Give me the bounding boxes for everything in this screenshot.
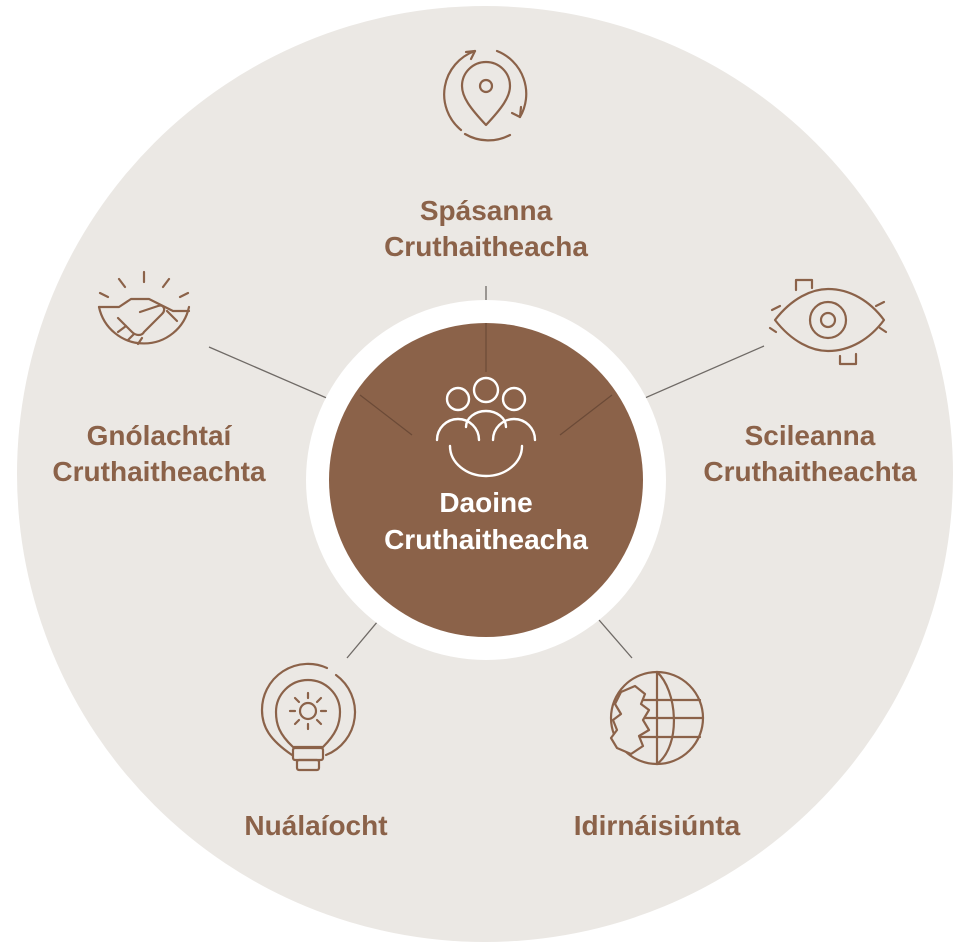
node-label-idirnaisiunta: Idirnáisiúnta: [527, 808, 787, 844]
globe-ireland-icon: [609, 670, 705, 766]
center-label-line1: Daoine: [439, 487, 533, 518]
node-nualaiocht-line1: Nuálaíocht: [244, 810, 388, 841]
node-gnolachtai-line1: Gnólachtaí: [86, 420, 232, 451]
location-pin-cycle-icon: [443, 49, 528, 142]
center-label-line2: Cruthaitheacha: [384, 524, 588, 555]
node-spasanna-line1: Spásanna: [419, 195, 553, 226]
node-label-spasanna: Spásanna Cruthaitheacha: [336, 193, 636, 265]
node-label-scileanna: Scileanna Cruthaitheachta: [670, 418, 950, 490]
node-spasanna-line2: Cruthaitheacha: [384, 231, 588, 262]
node-gnolachtai-line2: Cruthaitheachta: [52, 456, 266, 487]
eye-gear-icon: [768, 278, 888, 366]
node-label-gnolachtai: Gnólachtaí Cruthaitheachta: [14, 418, 304, 490]
node-scileanna-line2: Cruthaitheachta: [703, 456, 917, 487]
node-idirnaisiunta-line1: Idirnáisiúnta: [573, 810, 741, 841]
people-group-icon: [435, 376, 537, 478]
handshake-icon: [97, 270, 191, 346]
hub-connector-stubs: [359, 323, 613, 436]
lightbulb-gear-icon: [260, 662, 357, 772]
center-hub: [329, 323, 643, 637]
node-label-nualaiocht: Nuálaíocht: [186, 808, 446, 844]
center-label: Daoine Cruthaitheacha: [356, 484, 616, 558]
node-scileanna-line1: Scileanna: [744, 420, 876, 451]
